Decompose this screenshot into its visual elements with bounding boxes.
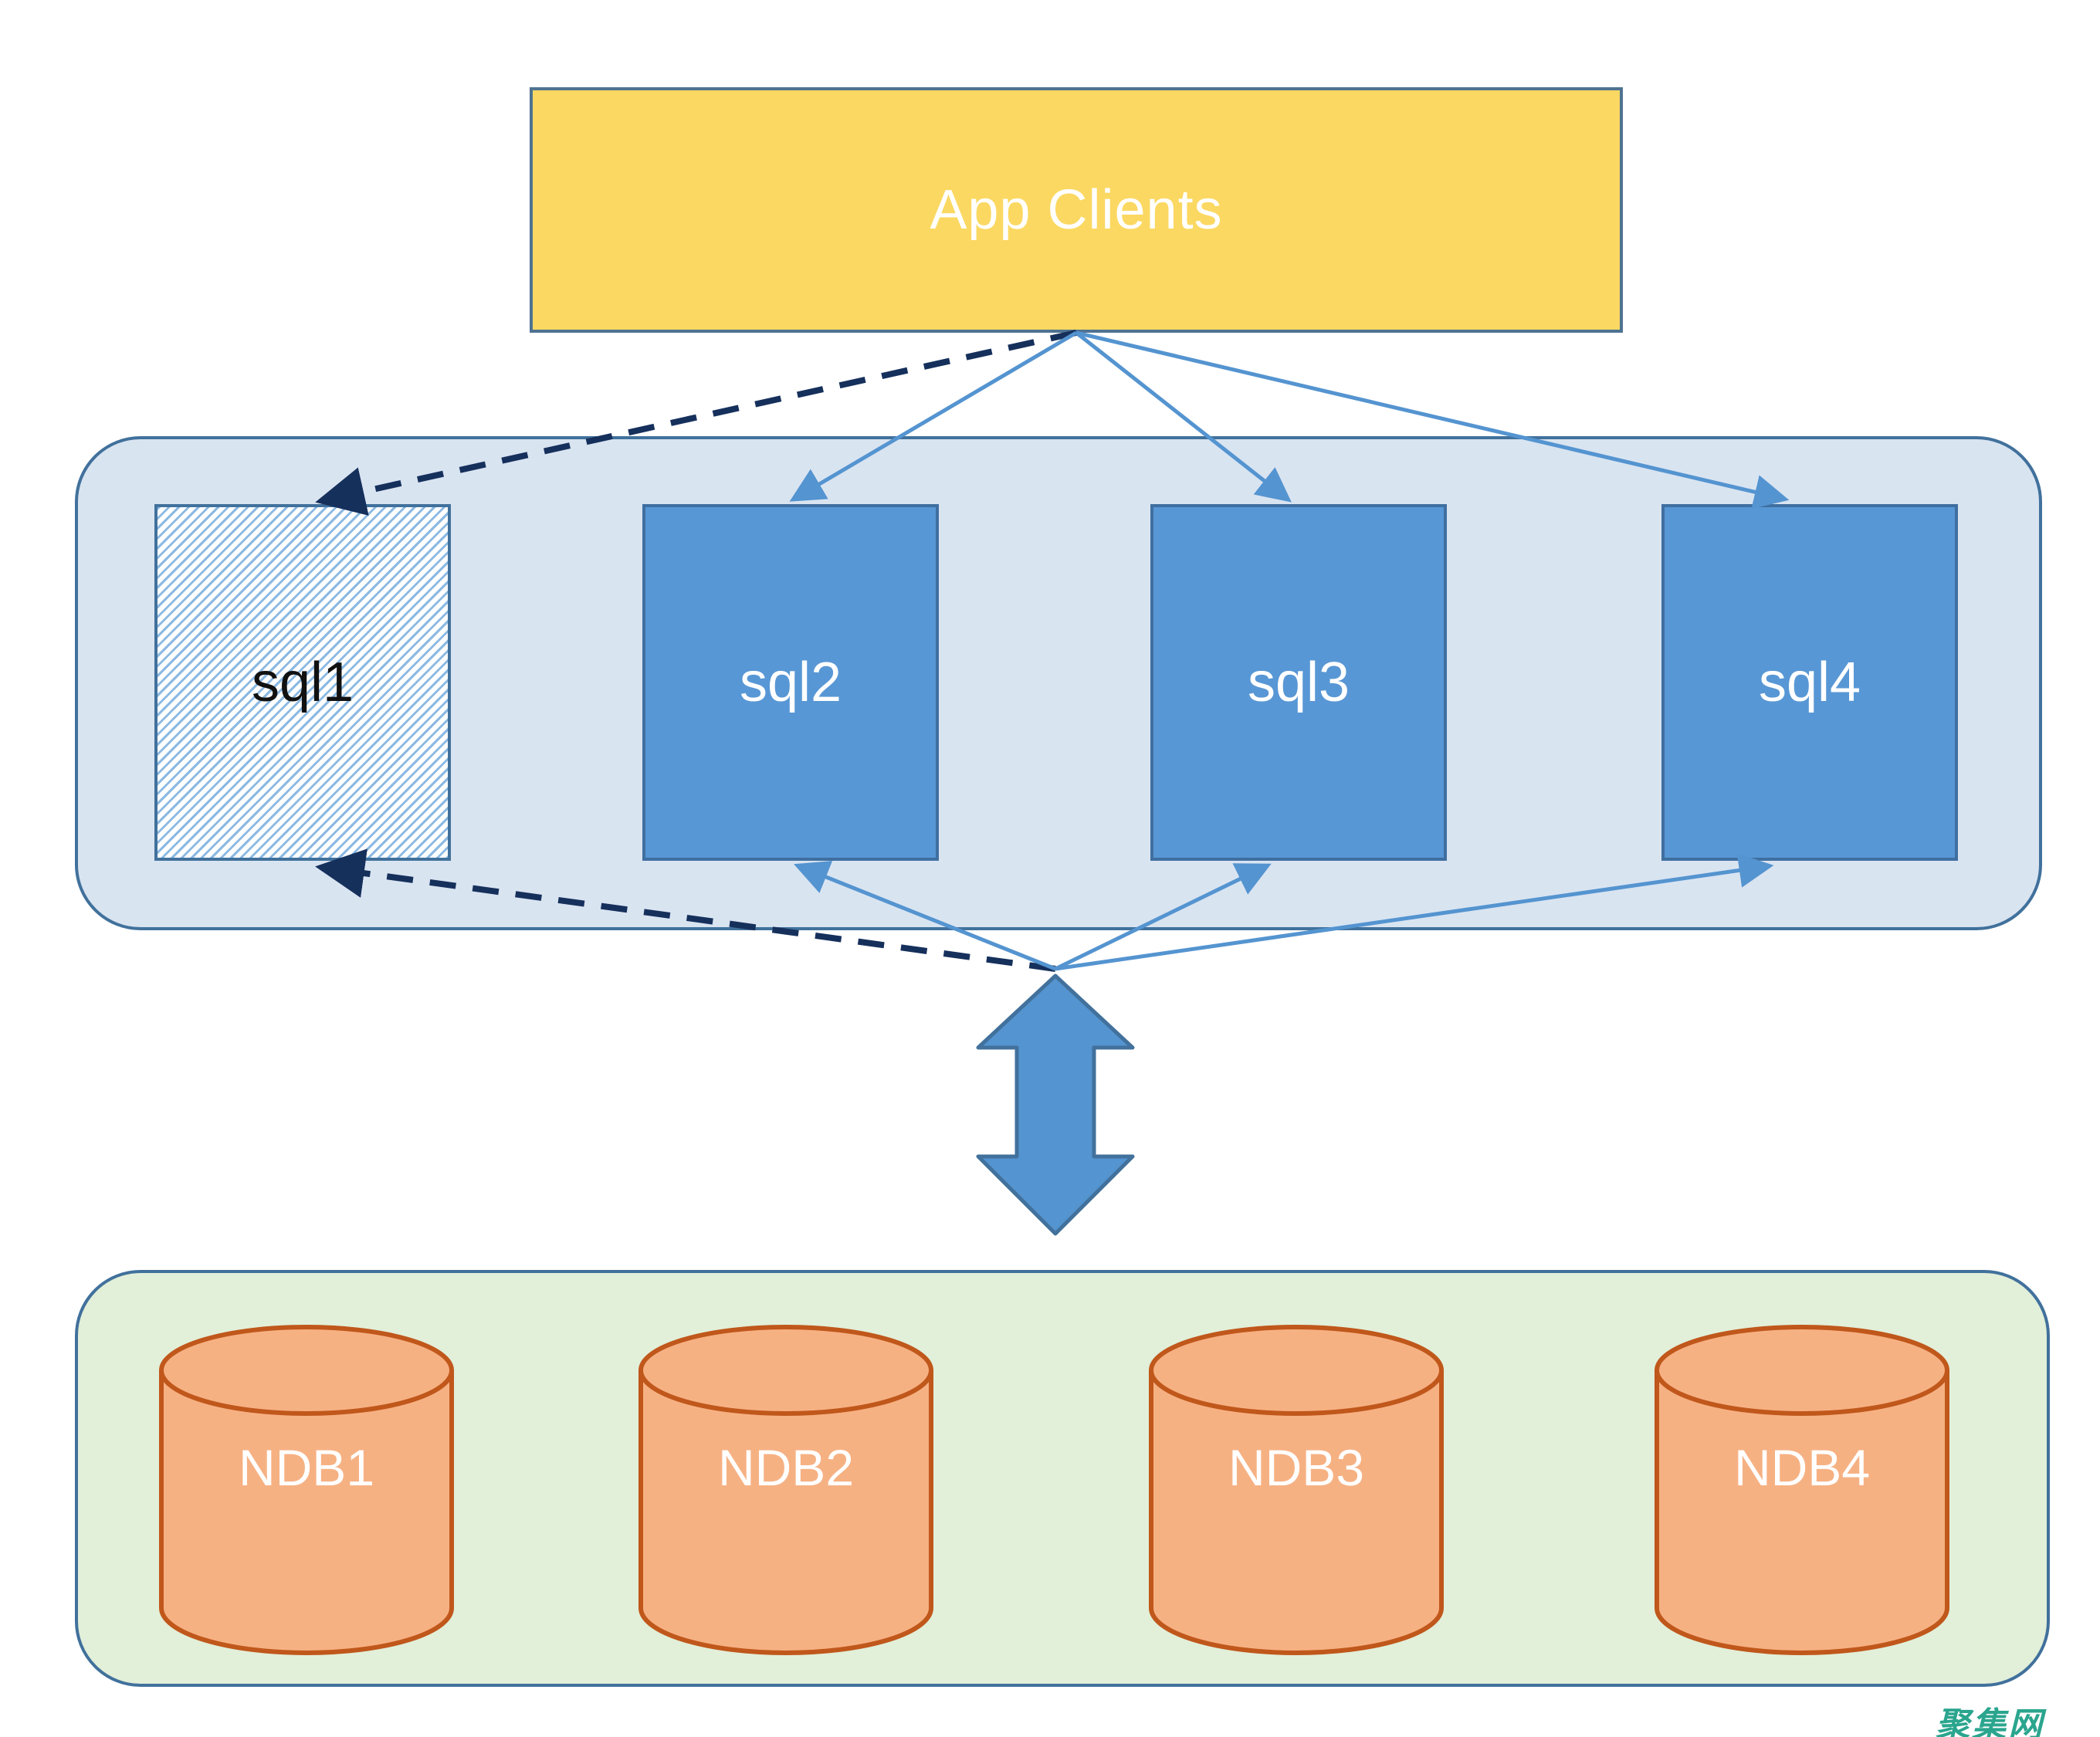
sql2-label: sql2	[739, 652, 842, 713]
ndb4-cylinder: NDB4	[1654, 1322, 1950, 1656]
app-clients-box: App Clients	[530, 87, 1623, 333]
sql2-node: sql2	[642, 504, 939, 861]
sql4-node: sql4	[1661, 504, 1958, 861]
ndb1-label: NDB1	[238, 1439, 375, 1496]
ndb2-label: NDB2	[717, 1439, 855, 1496]
sql1-node-hatched: sql1	[154, 504, 451, 861]
ndb4-label: NDB4	[1733, 1439, 1871, 1496]
cylinder-shape-icon	[638, 1325, 933, 1655]
ndb1-cylinder: NDB1	[158, 1322, 455, 1656]
sql1-label: sql1	[251, 652, 354, 713]
double-arrow-icon	[976, 973, 1135, 1236]
ndb2-cylinder: NDB2	[638, 1322, 934, 1656]
cylinder-shape-icon	[1655, 1325, 1949, 1655]
sql3-node: sql3	[1150, 504, 1447, 861]
sql4-label: sql4	[1758, 652, 1861, 713]
sql3-label: sql3	[1247, 652, 1350, 713]
app-clients-label: App Clients	[930, 179, 1223, 241]
cylinder-shape-icon	[159, 1325, 454, 1655]
ndb3-cylinder: NDB3	[1148, 1322, 1445, 1656]
watermark-text: 聚集网	[1936, 1706, 2044, 1737]
cylinder-shape-icon	[1149, 1325, 1444, 1655]
ndb3-label: NDB3	[1228, 1439, 1365, 1496]
